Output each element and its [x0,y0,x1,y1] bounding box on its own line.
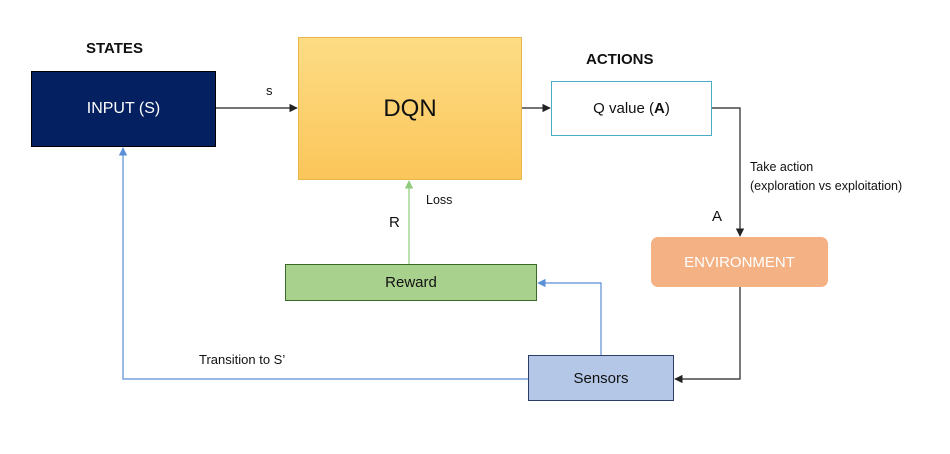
heading-actions: ACTIONS [586,51,654,68]
q-value-label: Q value (A) [593,100,670,117]
arrow-sensors-to-input [118,147,528,380]
arrow-qvalue-to-environment [711,107,745,237]
environment-node: ENVIRONMENT [651,237,828,287]
environment-label: ENVIRONMENT [684,253,795,271]
q-value-action: A [654,100,665,117]
heading-states: STATES [86,40,143,57]
dqn-label: DQN [383,94,437,122]
edge-label-loss: Loss [426,193,453,207]
input-state-label: INPUT (S) [86,100,161,117]
q-value-suffix: ) [664,100,670,117]
reward-node: Reward [285,264,537,301]
reward-label: Reward [385,274,437,291]
sensors-label: Sensors [573,369,629,387]
edge-label-r: R [389,214,400,231]
edge-label-s: s [266,83,273,98]
dqn-node: DQN [298,37,522,180]
q-value-prefix: Q value ( [593,100,654,117]
input-state-node: INPUT (S) [31,71,216,147]
edge-label-exploration: (exploration vs exploitation) [750,179,903,193]
q-value-node: Q value (A) [551,81,712,136]
edge-label-take-action: Take action [750,160,814,174]
arrow-environment-to-sensors [674,287,741,384]
sensors-node: Sensors [528,355,674,401]
edge-label-transition: Transition to S’ [199,352,286,367]
edge-label-a: A [712,208,723,225]
arrow-sensors-to-reward [537,278,602,355]
